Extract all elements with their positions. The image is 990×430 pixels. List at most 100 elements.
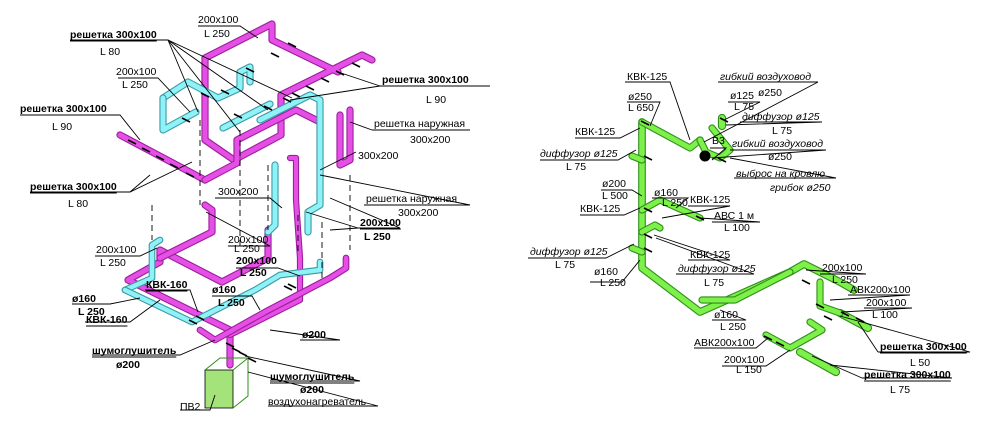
unit-pv2 xyxy=(204,369,234,409)
label-l18: 300x200 xyxy=(218,186,258,198)
label-l20: L 250 xyxy=(364,231,391,243)
duct-tick-24 xyxy=(238,351,248,357)
label-l6: L 250 xyxy=(122,79,148,91)
leader-r31 xyxy=(590,259,641,283)
duct-fittings xyxy=(127,42,865,409)
label-l17: 300x200 xyxy=(398,207,438,219)
duct-tick-32 xyxy=(643,247,653,253)
label-r31: ø160 xyxy=(594,266,618,278)
leader-r29 xyxy=(655,237,755,275)
duct-tick-18 xyxy=(270,52,280,58)
label-l8: L 90 xyxy=(52,121,72,133)
label-l30: ø160 xyxy=(212,284,236,296)
label-l10: L 90 xyxy=(426,94,446,106)
leader-r10 xyxy=(575,127,641,139)
label-r15: L 75 xyxy=(566,161,586,173)
label-r25: L 100 xyxy=(724,222,750,234)
label-r7: L 75 xyxy=(734,101,754,113)
label-r9: L 75 xyxy=(772,125,792,137)
leader-l1 xyxy=(198,25,259,39)
leader-r33 xyxy=(805,269,867,275)
leader-r22 xyxy=(661,205,731,219)
duct-tick-40 xyxy=(855,317,865,323)
leader-r4 xyxy=(627,101,661,127)
label-l5: 200x100 xyxy=(116,66,156,78)
duct-runs xyxy=(116,20,873,377)
label-r34: L 250 xyxy=(832,274,858,286)
label-r16: выброс на кровлю xyxy=(736,168,825,180)
label-r23: КВК-125 xyxy=(580,203,620,215)
leader-r23 xyxy=(580,207,641,216)
label-r45: решетка 300x100 xyxy=(864,369,951,381)
label-r11: В3 xyxy=(712,135,725,147)
label-r4: ø250 xyxy=(628,91,652,103)
green-duct-branch3 xyxy=(639,222,663,235)
duct-tick-28 xyxy=(640,120,650,126)
label-r29: диффузор ø125 xyxy=(678,263,756,275)
leader-r6 xyxy=(723,101,761,121)
duct-tick-39 xyxy=(840,311,850,317)
leader-r12 xyxy=(711,149,827,159)
label-r10: КВК-125 xyxy=(575,126,615,138)
cyan-duct-vert xyxy=(265,162,278,235)
label-r18: ø200 xyxy=(602,178,626,190)
label-r1: КВК-125 xyxy=(627,71,667,83)
duct-tick-29 xyxy=(643,155,653,161)
leader-l38 xyxy=(180,394,216,411)
green-duct-avk2 xyxy=(763,319,825,351)
label-r28: КВК-125 xyxy=(690,249,730,261)
duct-tick-12 xyxy=(141,147,151,153)
cyan-duct-lower xyxy=(122,237,163,293)
label-r21: L 250 xyxy=(662,197,688,209)
green-duct-branch4 xyxy=(629,245,645,255)
label-l3: решетка 300x100 xyxy=(70,29,157,41)
leader-r36 xyxy=(841,307,913,313)
leader-r26 xyxy=(528,243,635,259)
label-l34: шумоглушитель xyxy=(92,345,177,357)
cyan-duct-bottom xyxy=(122,259,323,325)
leader-l27 xyxy=(145,289,199,313)
fan-b3 xyxy=(699,150,711,162)
label-l26: L 250 xyxy=(240,267,267,279)
leader-l9b xyxy=(337,71,381,87)
green-duct-lower xyxy=(699,269,793,303)
leader-l9c xyxy=(289,85,381,101)
label-r24: АВС 1 м xyxy=(714,210,754,222)
label-r26: диффузор ø125 xyxy=(530,246,608,258)
leader-l11b xyxy=(349,121,373,131)
leader-r28 xyxy=(653,234,731,261)
label-r13: ø250 xyxy=(768,151,792,163)
label-l24: L 250 xyxy=(100,257,126,269)
duct-tick-30 xyxy=(643,207,653,213)
duct-tick-1 xyxy=(200,92,210,98)
label-r41: решетка 300x100 xyxy=(880,341,967,353)
label-r38: ø160 xyxy=(714,309,738,321)
duct-tick-4 xyxy=(263,105,273,111)
label-l35: ø200 xyxy=(116,359,140,371)
label-l37: ø200 xyxy=(300,384,324,396)
leader-l19 xyxy=(329,197,401,229)
leader-l13 xyxy=(319,151,357,171)
label-r2: гибкий воздуховод xyxy=(720,71,811,83)
leader-r8 xyxy=(725,121,823,126)
label-l9: решетка 300x100 xyxy=(382,74,469,86)
label-l38: ПВ2 xyxy=(180,401,201,413)
label-l27: КВК-160 xyxy=(146,279,188,291)
duct-tick-31 xyxy=(643,233,653,239)
leader-r45 xyxy=(829,364,953,379)
cyan-duct-mid xyxy=(220,101,273,131)
label-r33: 200x100 xyxy=(822,262,862,274)
leader-l33 xyxy=(269,329,341,341)
duct-tick-14 xyxy=(169,163,179,169)
magenta-duct-top xyxy=(202,21,375,163)
duct-tick-17 xyxy=(181,117,191,123)
leader-l18 xyxy=(215,197,283,209)
green-duct-grille1 xyxy=(837,310,871,331)
unit-pv2-edge xyxy=(232,357,249,371)
duct-tick-25 xyxy=(247,357,257,363)
label-r30: L 75 xyxy=(704,277,724,289)
leader-r20 xyxy=(652,197,690,209)
leader-r41b xyxy=(857,321,879,353)
